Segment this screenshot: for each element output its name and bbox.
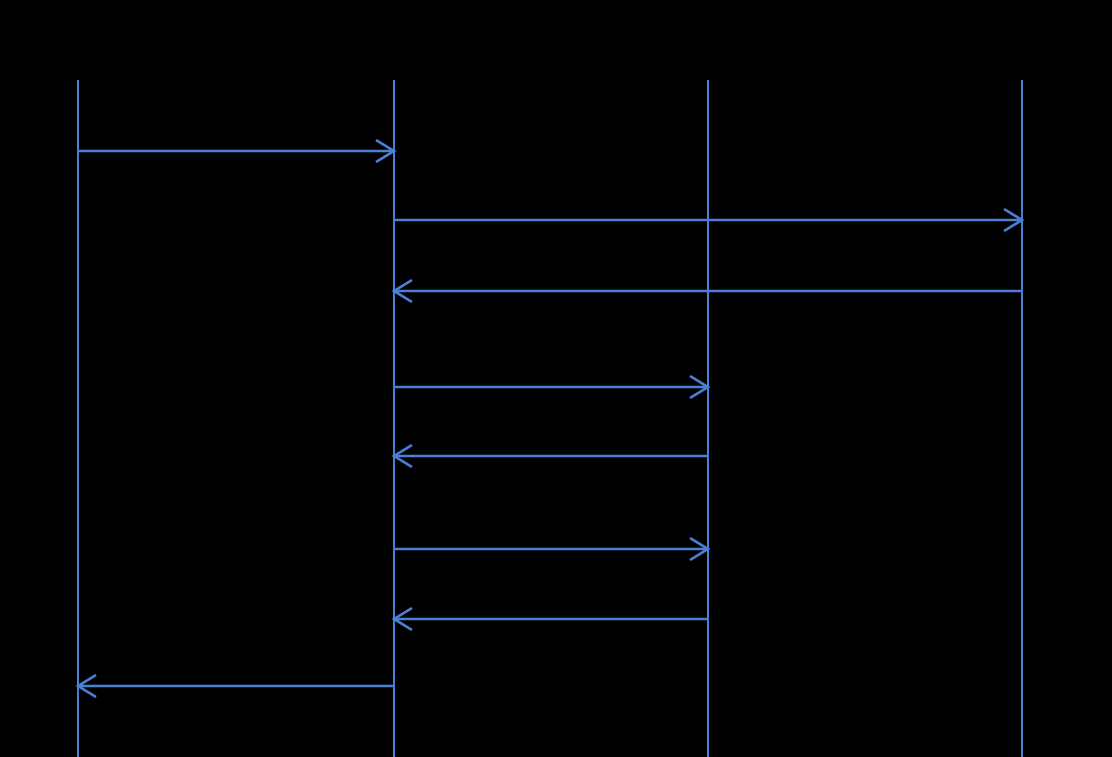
arrow-head-m4 (689, 374, 711, 400)
messages-group (75, 138, 1025, 699)
arrow-head-m6 (689, 536, 711, 562)
arrow-head-m3 (391, 278, 413, 304)
arrow-head-m8 (75, 673, 97, 699)
arrow-head-m1 (375, 138, 397, 164)
arrow-head-m2 (1003, 207, 1025, 233)
arrow-head-m5 (391, 443, 413, 469)
lifelines-group (77, 80, 1023, 757)
arrow-head-m7 (391, 606, 413, 632)
